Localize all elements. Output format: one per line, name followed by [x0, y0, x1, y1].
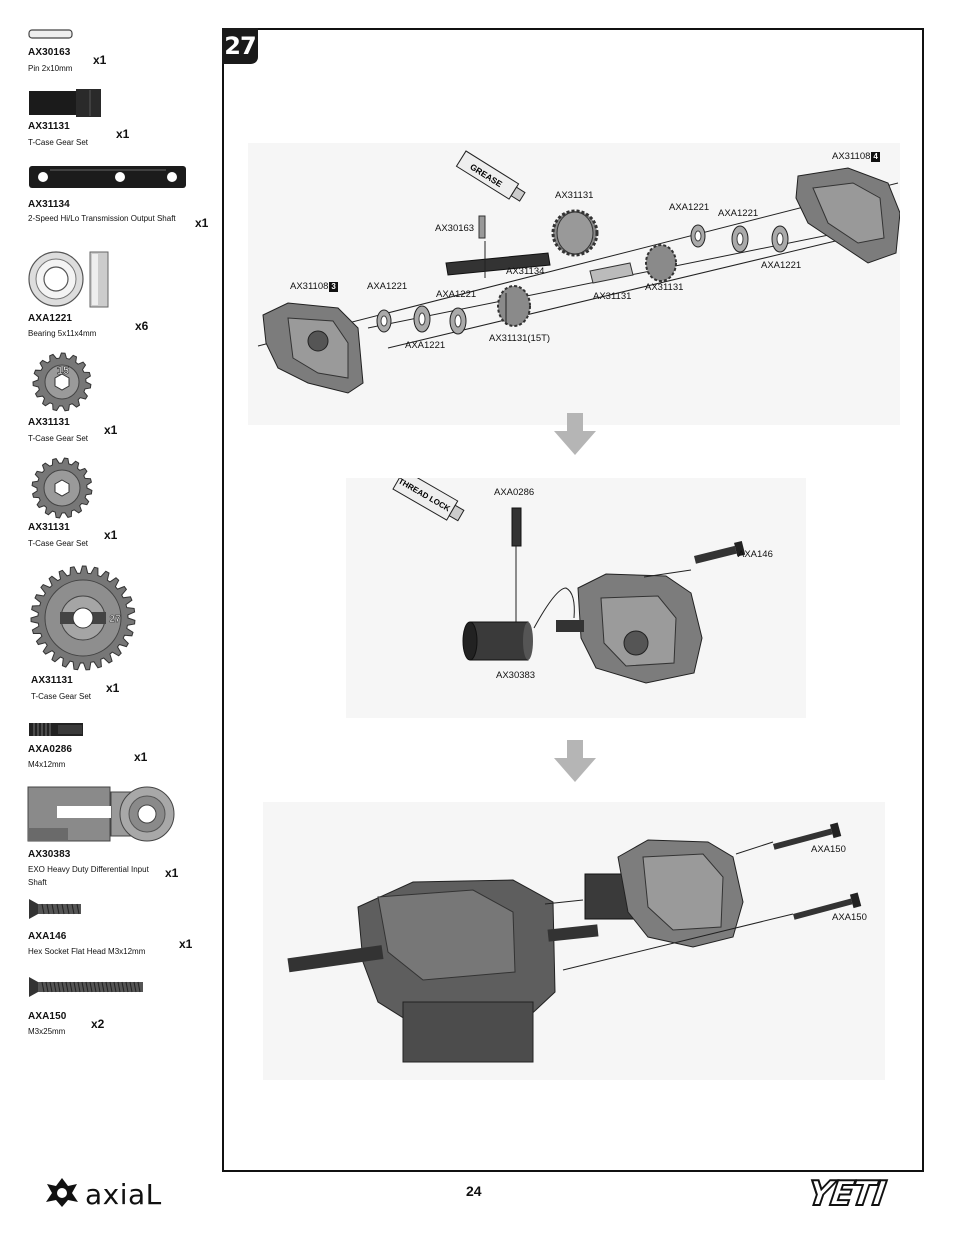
step-number: 27 — [222, 28, 258, 64]
label-ax31131: AX31131 — [593, 291, 632, 302]
part-description: T-Case Gear Set — [28, 539, 89, 548]
label-axa0286: AXA0286 — [494, 487, 535, 498]
part-code: AXA1221 — [28, 313, 73, 324]
part-description: EXO Heavy Duty Differential Input Shaft — [28, 865, 149, 887]
part-code: AX30163 — [28, 47, 71, 58]
part-code: AXA146 — [28, 931, 67, 942]
label-ax31134: AX31134 — [506, 266, 545, 277]
page-number: 24 — [466, 1183, 482, 1199]
gear-tooth-count: 15 — [57, 365, 69, 377]
part-quantity: x2 — [91, 1017, 105, 1031]
set-screw-icon — [29, 723, 83, 736]
part-description: Bearing 5x11x4mm — [28, 329, 97, 338]
label-axa1221: AXA1221 — [761, 260, 802, 271]
label-ax31131-top: AX31131 — [555, 190, 594, 201]
arrow-down-icon — [554, 740, 596, 782]
bearing-icon — [28, 251, 109, 308]
part-description: M4x12mm — [28, 760, 66, 769]
diagram-input-shaft: THREAD LOCK — [346, 469, 806, 718]
part-code: AX31134 — [28, 199, 70, 210]
gear-icon — [31, 457, 93, 519]
part-description: T-Case Gear Set — [28, 138, 89, 147]
part-quantity: x1 — [104, 423, 118, 437]
label-axa1221: AXA1221 — [367, 281, 408, 292]
case-half-left-icon — [262, 302, 364, 394]
tcase-sleeve-icon — [29, 89, 101, 117]
part-quantity: x1 — [106, 681, 120, 695]
label-ax30383: AX30383 — [496, 670, 536, 681]
part-quantity: x1 — [195, 216, 209, 230]
input-shaft-icon — [27, 786, 175, 842]
transmission-mount-drawing — [287, 822, 862, 1063]
thread-lock-tube-icon: THREAD LOCK — [392, 469, 465, 522]
part-quantity: x6 — [135, 319, 149, 333]
part-description: T-Case Gear Set — [28, 434, 89, 443]
part-description: Hex Socket Flat Head M3x12mm — [28, 947, 146, 956]
gear-27t-icon: 27 — [30, 565, 136, 671]
part-code: AX31131 — [28, 417, 70, 428]
tcase-assembly-icon — [584, 839, 744, 948]
part-description: Pin 2x10mm — [28, 64, 73, 73]
output-shaft-icon — [29, 166, 186, 188]
label-axa1221: AXA1221 — [718, 208, 759, 219]
part-description: 2-Speed Hi/Lo Transmission Output Shaft — [28, 214, 176, 223]
part-code: AXA0286 — [28, 744, 73, 755]
label-axa150: AXA150 — [832, 912, 867, 923]
label-ax30163: AX30163 — [435, 223, 475, 234]
flat-head-screw-icon — [29, 899, 81, 919]
axial-logo-icon — [46, 1178, 78, 1207]
transmission-icon — [287, 879, 599, 1063]
diagram-transmission-mount — [263, 802, 885, 1080]
part-quantity: x1 — [165, 866, 179, 880]
arrow-down-icon — [554, 413, 596, 455]
model-logo: YETI — [804, 1173, 887, 1215]
case-half-right-icon — [795, 167, 901, 264]
part-quantity: x1 — [93, 53, 107, 67]
part-code: AX31131 — [28, 522, 70, 533]
label-axa146: AXA146 — [738, 549, 773, 560]
step-frame — [222, 28, 924, 1172]
long-flat-head-screw-icon — [29, 977, 143, 997]
transfer-case-icon — [556, 573, 703, 684]
part-quantity: x1 — [179, 937, 193, 951]
part-code: AXA150 — [28, 1011, 67, 1022]
label-ax31131-15t: AX31131(15T) — [489, 333, 551, 344]
label-axa1221: AXA1221 — [405, 340, 446, 351]
exploded-assembly-drawing: GREASE — [257, 150, 901, 394]
part-code: AX30383 — [28, 849, 71, 860]
input-shaft-assembly-drawing: THREAD LOCK — [392, 469, 746, 684]
pin-icon — [28, 29, 73, 39]
part-code: AX31131 — [31, 675, 73, 686]
label-axa1221: AXA1221 — [669, 202, 710, 213]
part-description: M3x25mm — [28, 1027, 66, 1036]
label-axa1221: AXA1221 — [436, 289, 477, 300]
part-quantity: x1 — [134, 750, 148, 764]
input-cup-icon — [462, 621, 533, 661]
part-code: AX31131 — [28, 121, 70, 132]
part-quantity: x1 — [116, 127, 130, 141]
part-quantity: x1 — [104, 528, 118, 542]
grease-tube-icon: GREASE — [455, 150, 526, 202]
gear-15t-icon: 15 — [32, 352, 92, 412]
gear-tooth-count: 27 — [109, 614, 121, 625]
label-ax31131: AX31131 — [645, 282, 684, 293]
diagram-exploded-view: GREASE — [248, 143, 901, 425]
part-description: T-Case Gear Set — [31, 692, 92, 701]
brand-name: axiaL — [85, 1178, 162, 1211]
label-axa150: AXA150 — [811, 844, 846, 855]
